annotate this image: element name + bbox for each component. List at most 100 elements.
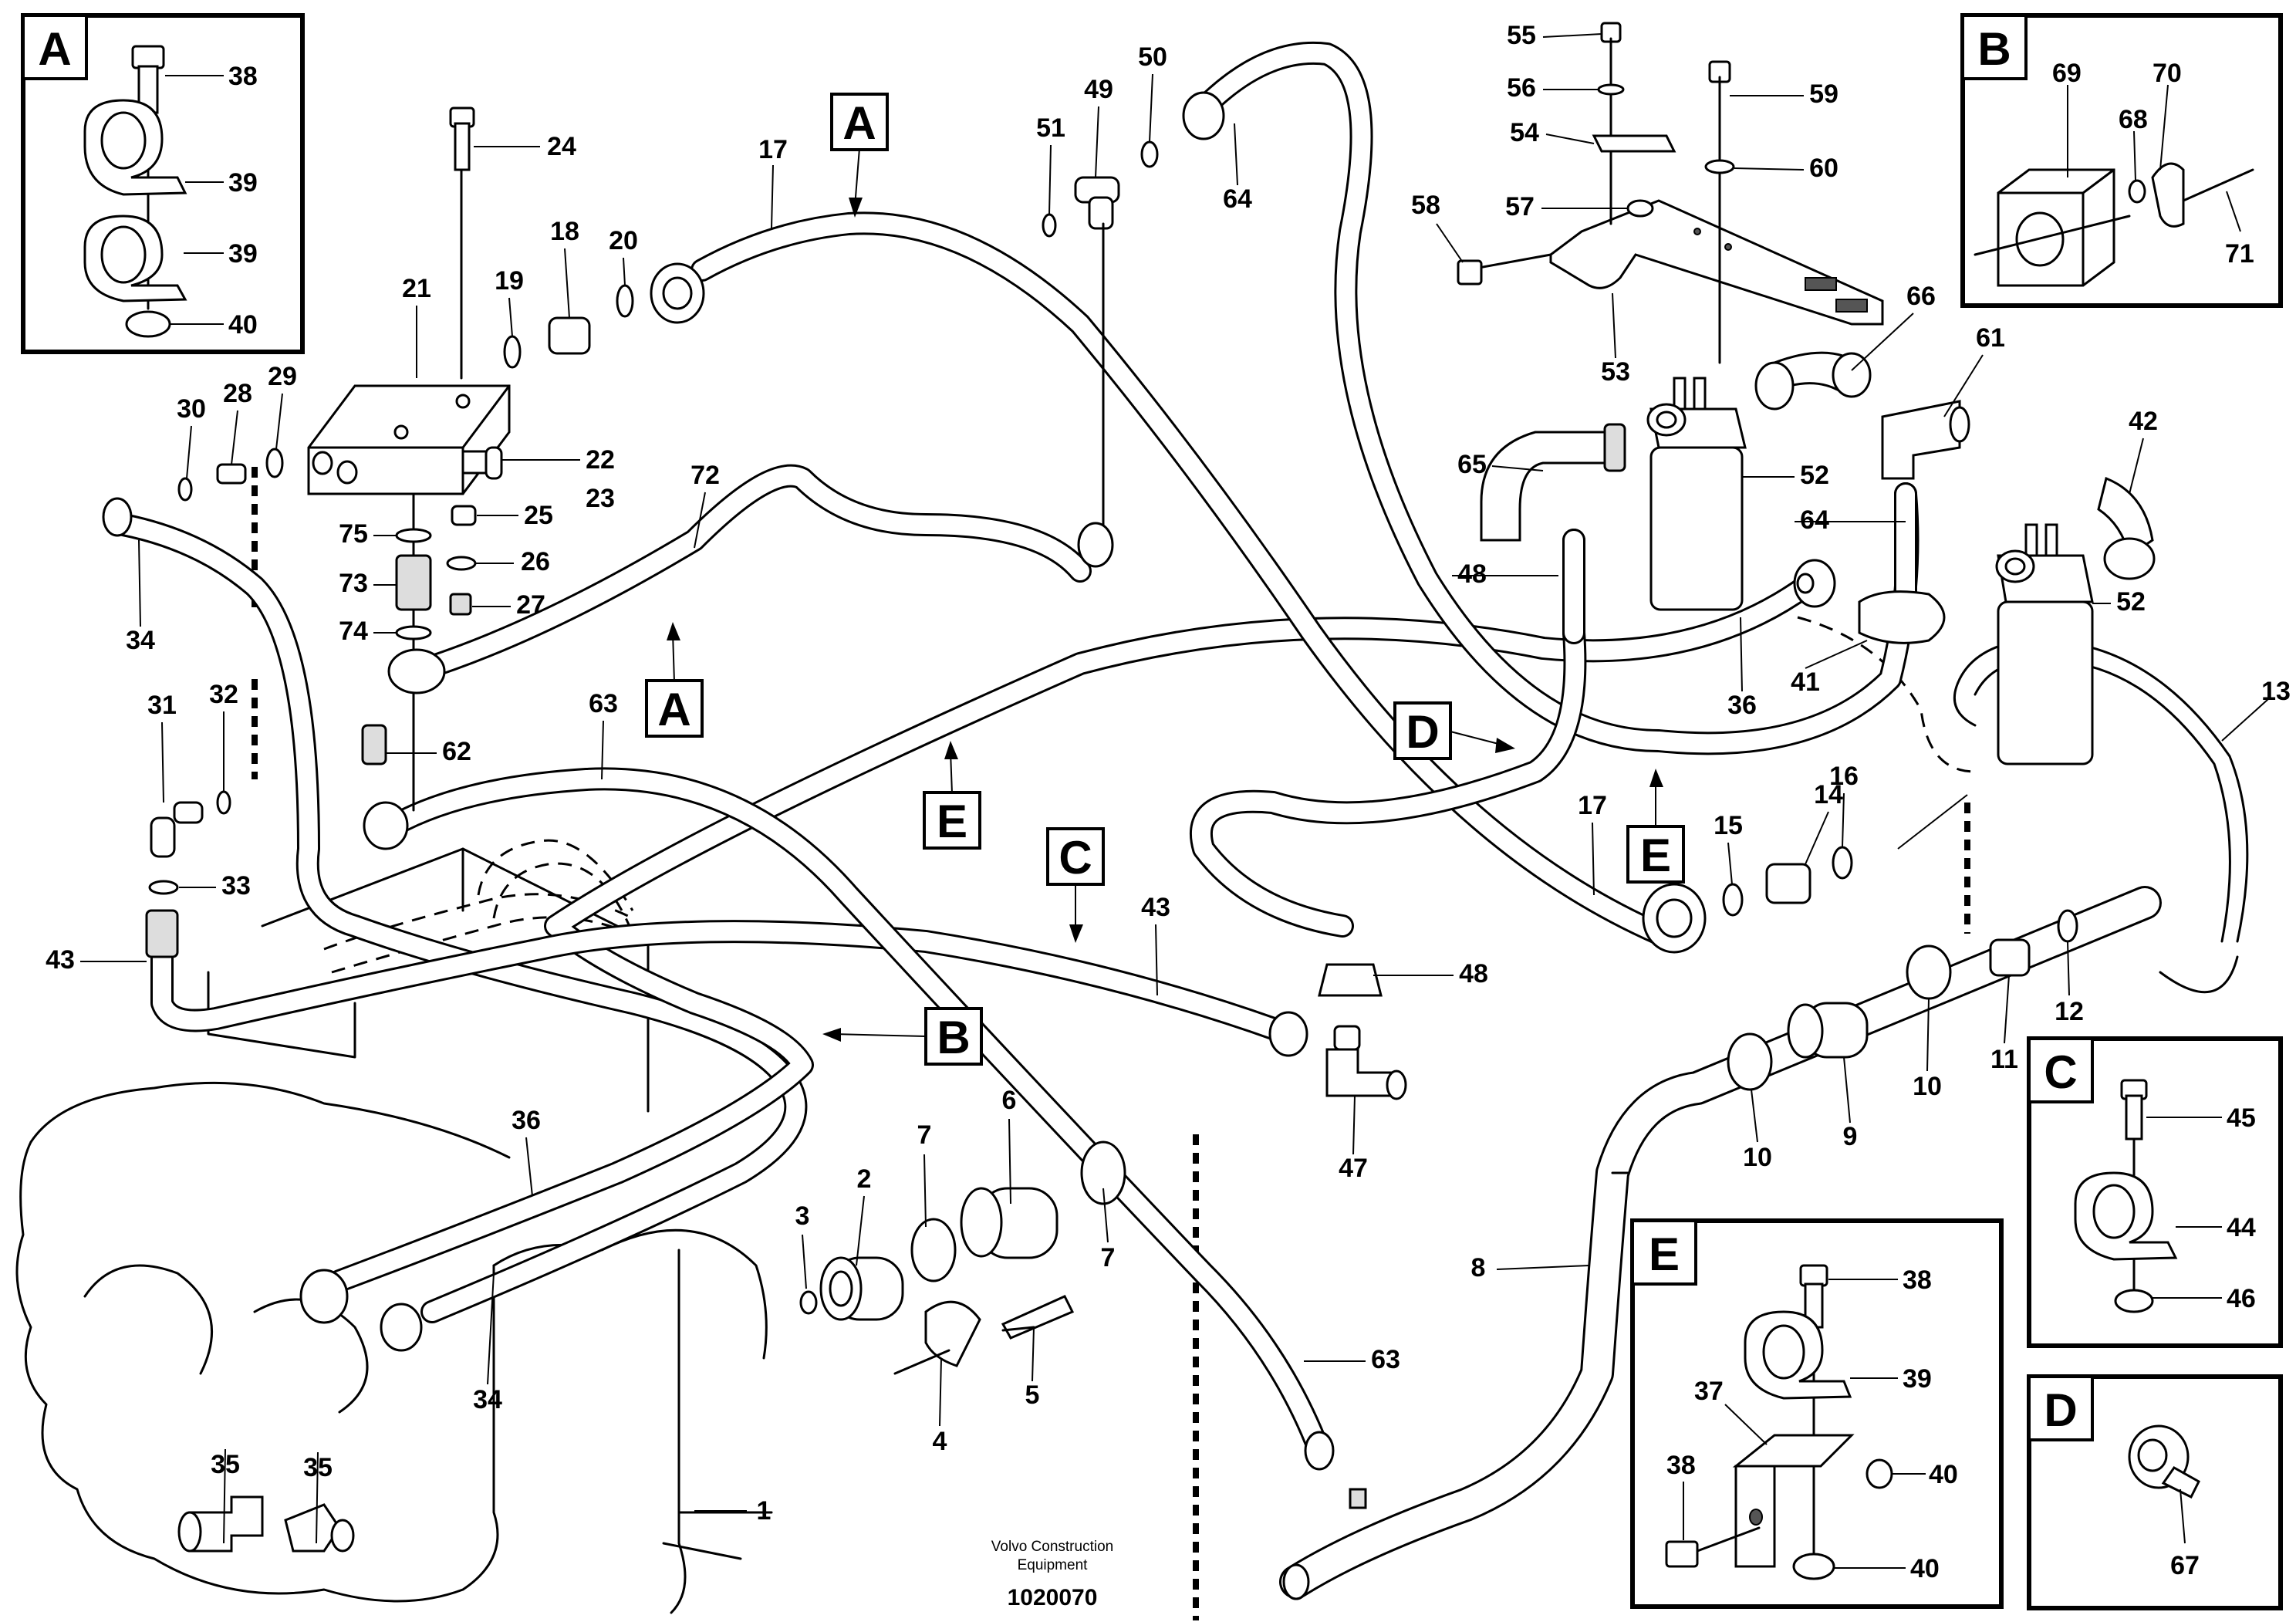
- part-label-5: 5: [1025, 1380, 1040, 1410]
- part-label-29: 29: [268, 362, 297, 391]
- inset-A-label-39b: 39: [228, 239, 258, 269]
- view-marker-letter: A: [657, 684, 690, 735]
- part-label-49: 49: [1084, 75, 1113, 104]
- inset-B-label-70: 70: [2152, 59, 2182, 88]
- inset-C: C 45 44 46: [2027, 1036, 2283, 1348]
- valve-block-21: [307, 384, 511, 495]
- part-label-63: 63: [589, 689, 618, 718]
- part-label-20: 20: [609, 226, 638, 255]
- inset-E-title: E: [1649, 1228, 1680, 1280]
- view-marker-box: [645, 679, 704, 738]
- view-marker-box: [1046, 827, 1105, 886]
- hoses: [112, 41, 1920, 1462]
- part-label-25: 25: [524, 501, 553, 530]
- part-label-6: 6: [1002, 1086, 1017, 1115]
- inset-B-label-68: 68: [2119, 105, 2148, 134]
- part-label-1: 1: [757, 1496, 772, 1526]
- part-label-21: 21: [402, 274, 431, 303]
- inset-C-label-44: 44: [2227, 1213, 2256, 1242]
- view-marker-box: [1626, 825, 1685, 884]
- inset-C-label-45: 45: [2227, 1103, 2256, 1133]
- part-label-14: 14: [1814, 780, 1843, 809]
- part-label-73: 73: [339, 569, 368, 598]
- part-label-58: 58: [1411, 191, 1440, 220]
- inset-D-label-67: 67: [2170, 1551, 2200, 1580]
- engine-outline: [15, 847, 773, 1614]
- view-marker-box: [924, 1007, 983, 1066]
- view-marker-letter: C: [1059, 832, 1092, 884]
- part-label-8: 8: [1471, 1253, 1486, 1282]
- view-marker-C: C: [1046, 827, 1105, 886]
- part-label-52: 52: [1800, 461, 1829, 490]
- inset-E-label-38b: 38: [1666, 1451, 1696, 1480]
- part-label-59: 59: [1809, 79, 1838, 109]
- view-marker-letter: E: [937, 796, 967, 847]
- inset-A-label-38: 38: [228, 62, 258, 91]
- part-label-31: 31: [147, 691, 177, 720]
- part-label-56: 56: [1507, 73, 1536, 103]
- part-label-13: 13: [2261, 677, 2291, 706]
- part-label-16: 16: [1829, 762, 1859, 791]
- part-label-17: 17: [1578, 791, 1607, 820]
- inset-B-title: B: [1977, 23, 2011, 75]
- part-label-34: 34: [126, 626, 155, 655]
- view-marker-A: A: [645, 679, 704, 738]
- part-label-60: 60: [1809, 154, 1838, 183]
- part-label-11: 11: [1990, 1045, 2018, 1074]
- inset-A-title: A: [38, 23, 71, 75]
- part-label-50: 50: [1138, 42, 1167, 72]
- part-label-53: 53: [1601, 357, 1630, 387]
- part-label-10: 10: [1913, 1072, 1942, 1101]
- part-label-3: 3: [795, 1201, 810, 1231]
- filter-52-left: [1646, 377, 1747, 611]
- inset-D-title: D: [2044, 1384, 2077, 1436]
- hidden-pipe-lines: [323, 616, 1976, 974]
- part-label-41: 41: [1791, 667, 1820, 697]
- inset-E: E 38 39 37 38 40 40: [1630, 1218, 2004, 1609]
- part-label-2: 2: [857, 1164, 872, 1194]
- part-label-23: 23: [586, 484, 615, 513]
- part-label-75: 75: [339, 519, 368, 549]
- part-label-24: 24: [547, 132, 576, 161]
- maker-name-line2: Equipment: [1018, 1557, 1089, 1573]
- view-marker-letter: E: [1640, 830, 1671, 881]
- part-label-22: 22: [586, 445, 615, 475]
- fittings: [102, 22, 2156, 1553]
- inset-E-label-40: 40: [1929, 1460, 1958, 1489]
- part-label-72: 72: [690, 461, 720, 490]
- part-label-43: 43: [46, 945, 75, 975]
- part-label-26: 26: [521, 547, 550, 576]
- leader-lines: [80, 33, 2269, 1544]
- part-label-51: 51: [1036, 113, 1065, 143]
- part-label-35: 35: [303, 1453, 333, 1482]
- inset-E-label-38: 38: [1903, 1265, 1932, 1295]
- inset-E-label-37: 37: [1694, 1377, 1724, 1406]
- part-label-27: 27: [516, 590, 545, 620]
- part-label-62: 62: [442, 737, 471, 766]
- part-label-10: 10: [1743, 1143, 1772, 1172]
- view-arrows: [667, 147, 1663, 1042]
- part-label-9: 9: [1843, 1122, 1858, 1151]
- part-label-64: 64: [1223, 184, 1252, 214]
- part-label-65: 65: [1457, 450, 1487, 479]
- part-label-17: 17: [758, 135, 788, 164]
- inset-E-label-40b: 40: [1910, 1554, 1940, 1583]
- part-label-33: 33: [221, 871, 251, 901]
- maker-name-line1: Volvo Construction: [991, 1539, 1113, 1555]
- view-marker-letter: D: [1406, 706, 1439, 758]
- part-label-55: 55: [1507, 21, 1536, 50]
- part-label-4: 4: [933, 1427, 947, 1456]
- bracket-53: [1549, 199, 1884, 326]
- part-label-36: 36: [512, 1106, 541, 1135]
- part-label-28: 28: [223, 379, 252, 408]
- view-marker-D: D: [1393, 701, 1452, 760]
- view-marker-box: [923, 791, 981, 850]
- view-marker-letter: B: [937, 1012, 970, 1063]
- part-label-47: 47: [1339, 1154, 1368, 1183]
- part-label-61: 61: [1976, 323, 2005, 353]
- inset-A-label-40: 40: [228, 310, 258, 340]
- part-label-48: 48: [1459, 959, 1488, 988]
